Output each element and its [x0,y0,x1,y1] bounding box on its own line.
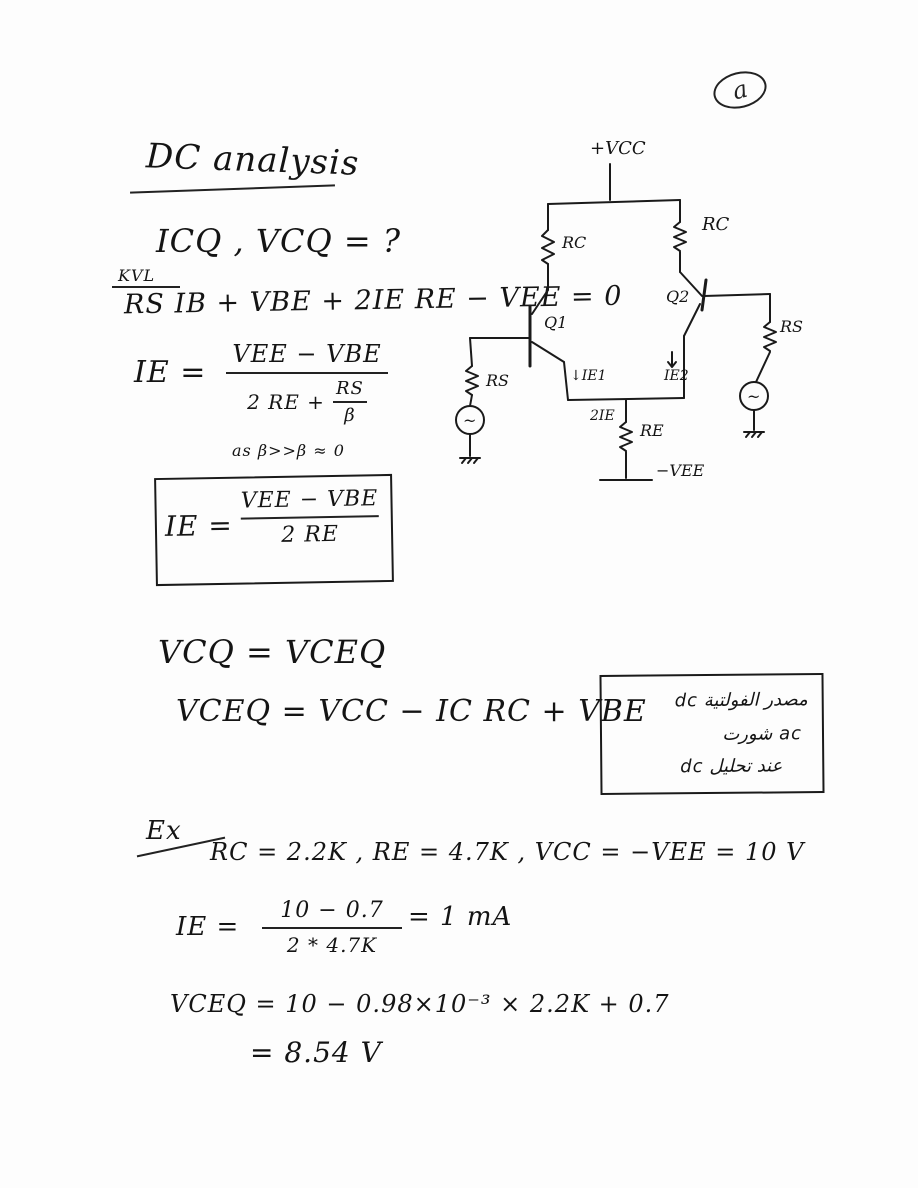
heading-underline [130,184,335,194]
section-heading: DC analysis [145,136,361,184]
arabic-note-box: مصدر الفولتية dc ac شورت عند تحليل dc [599,673,825,795]
differential-amplifier-circuit: +VCC RC RC Q1 Q2 RS RS ↓IE1 IE2 2IE RE −… [455,138,803,481]
fraction-bar [226,372,388,374]
boxed-fraction: VEE − VBE 2 RE [240,486,379,548]
fraction-bar [240,515,379,520]
rs-left-resistor [465,365,479,396]
fraction-bar [332,401,367,403]
q2-label: Q2 [666,287,689,306]
ie2-label: IE2 [663,368,689,384]
vee-label: −VEE [656,461,705,480]
vceq-result: = 8.54 V [250,1036,382,1069]
boxed-lhs: IE = [164,508,234,543]
ie-calc-numerator: 10 − 0.7 [280,898,384,923]
ie-denominator-a: 2 RE + [247,390,325,414]
re-label: RE [639,421,664,440]
ie-denominator-beta: β [344,405,356,426]
two-ie-label: 2IE [589,408,615,424]
rc-right-label: RC [701,214,730,235]
rs-right-resistor [763,321,777,352]
boxed-result: IE = VEE − VBE 2 RE [154,473,394,587]
ie-numerator: VEE − VBE [232,340,382,368]
ie-lhs: IE = [134,355,207,390]
q1-label: Q1 [544,313,567,332]
arabic-note-line-3: عند تحليل dc [680,755,783,778]
boxed-denominator: 2 RE [281,521,340,548]
re-resistor [619,421,633,452]
top-rail [547,199,681,205]
source-left-symbol: ~ [463,411,476,430]
question-text: ICQ , VCQ = ? [156,222,402,260]
q1-emitter [531,341,565,363]
source-right-symbol: ~ [747,387,760,406]
ie-calc-denominator: 2 * 4.7K [286,933,378,957]
rc-left-resistor [541,229,555,265]
arabic-note-line-2: ac شورت [722,723,803,745]
rc-left-label: RC [561,233,586,252]
ie-calc-result: = 1 mA [408,902,513,932]
kvl-underline [112,286,180,288]
rs-left-label: RS [485,371,509,390]
fraction-bar [262,927,402,929]
vcq-equation: VCQ = VCEQ [158,633,387,671]
ie-denominator-rs: RS [335,378,364,399]
arabic-note-line-1: مصدر الفولتية dc [674,689,808,712]
boxed-numerator: VEE − VBE [240,486,379,514]
page-number: a [709,66,771,114]
given-values: RC = 2.2K , RE = 4.7K , VCC = −VEE = 10 … [210,838,805,866]
rs-right-label: RS [779,317,803,336]
ie-calc-lhs: IE = [176,912,240,942]
kvl-label: KVL [118,266,156,285]
vcc-label: +VCC [590,138,646,159]
example-label: Ex [146,816,182,846]
ie1-label: ↓IE1 [570,368,606,384]
approx-note: as β>>β ≈ 0 [232,441,345,460]
ie-calc-fraction: 10 − 0.7 2 * 4.7K [262,898,402,957]
vceq-calc: VCEQ = 10 − 0.98×10⁻³ × 2.2K + 0.7 [170,990,670,1018]
ie-fraction: VEE − VBE 2 RE + RS β [226,340,388,426]
q2-emitter [683,303,701,337]
vceq-equation: VCEQ = VCC − IC RC + VBE [176,694,647,729]
q1-collector [531,289,549,315]
rc-right-resistor [673,221,687,252]
q2-collector [679,271,703,297]
